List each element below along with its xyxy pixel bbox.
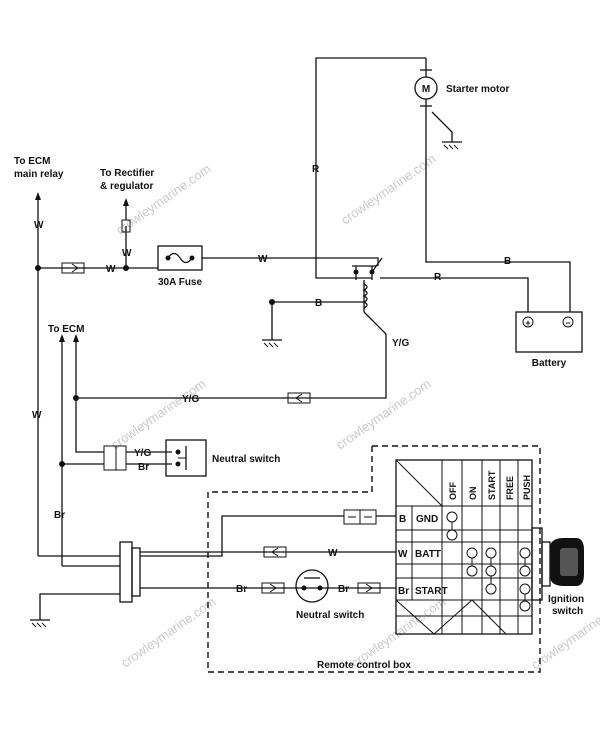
contact-dot [446,511,458,523]
connector-icon [263,546,287,558]
to-rectifier-label: & regulator [100,181,153,192]
battery: + − Battery [515,311,583,369]
wire-black-gnd [140,515,344,557]
remote-control-box [207,445,541,673]
wire-label-b: B [504,256,511,267]
contact-dot [466,547,478,559]
contact-dot [466,565,478,577]
starter-solenoid [352,257,383,312]
remote-control-box-label: Remote control box [317,660,411,671]
ignition-switch-table: OFF ON START FREE PUSH B GND W BATT Br S… [395,459,533,635]
battery-body [515,311,583,353]
row-terminal-label: GND [416,514,438,525]
starter-motor: M Starter motor [414,58,509,150]
battery-label: Battery [532,358,567,369]
harness-connector [119,541,141,603]
wire-label-br: Br [138,462,149,473]
wire-label-y-g: Y/G [392,338,409,349]
contact-dot [519,583,531,595]
to-rectifier-label: To Rectifier [100,168,154,179]
solenoid-contact [371,257,383,273]
to-ecm-label: To ECM [48,324,84,335]
wire-label-w: W [258,254,268,265]
wire-red-starter-feed [315,57,426,279]
wire-label-w: W [328,548,338,559]
row-terminal-label: START [415,586,448,597]
neutral-switch-upper: Neutral switch [165,439,280,477]
ignition-switch-label: switch [552,606,583,617]
to-ecm-main-relay-label: main relay [14,169,64,180]
wire-yellow-green [75,311,387,399]
wire-label-y-g: Y/G [182,394,199,405]
fuse-label: 30A Fuse [158,277,203,288]
battery-minus-icon: − [565,318,570,328]
contact-dot [519,600,531,612]
solenoid-coil [362,283,368,309]
wire-label-w: W [106,264,116,275]
contact-dot [519,547,531,559]
column-header: FREE [505,476,515,500]
watermark: crowleymarine.com [338,151,438,228]
wire-label-r: R [434,272,442,283]
ground-icon [31,622,47,628]
column-header: PUSH [522,475,532,500]
contact-dot [446,529,458,541]
connector-icon [261,582,285,594]
gnd-connector [343,509,377,525]
ground-icon [263,342,279,348]
neutral-switch-lower-label: Neutral switch [296,610,364,621]
contact-dot [485,565,497,577]
wire-red-battery [380,277,529,312]
column-header: START [487,470,497,500]
row-terminal-label: BATT [415,549,441,560]
column-header: ON [468,487,478,501]
contact-dot [485,547,497,559]
neutral-switch-lower: Neutral switch [295,569,364,621]
wire-label-w: W [34,220,44,231]
motor-symbol-label: M [422,84,430,95]
row-wire-label: B [399,514,406,525]
connector-icon [61,262,85,274]
starter-motor-label: Starter motor [446,84,509,95]
neutral-switch-upper-label: Neutral switch [212,454,280,465]
row-wire-label: Br [398,586,409,597]
watermark: crowleymarine.com [333,376,433,453]
contact-dot [485,583,497,595]
wire-label-r: R [312,164,320,175]
contact-dot [519,565,531,577]
watermark: crowleymarine.com [348,594,448,671]
wire-white-fuse-out [202,257,379,266]
to-ecm-main-relay-label: To ECM [14,156,50,167]
wire-label-br: Br [338,584,349,595]
wire-label-w: W [122,248,132,259]
battery-plus-icon: + [525,318,530,328]
wire-label-w: W [32,410,42,421]
connector-icon [357,582,381,594]
column-header: OFF [448,482,458,500]
ground-icon [443,144,459,150]
ignition-switch-label: Ignition [548,594,584,605]
wire-label-b: B [315,298,322,309]
connector-icon [287,392,311,404]
wire-label-br: Br [54,510,65,521]
watermark: crowleymarine.com [108,376,208,453]
ignition-key-icon [531,527,584,601]
wire-black-motor-battery [425,112,571,312]
fuse-30a: 30A Fuse [157,245,203,288]
row-wire-label: W [398,549,408,560]
wire-label-br: Br [236,584,247,595]
wire-label-y-g: Y/G [134,448,151,459]
watermark: crowleymarine.com [118,594,218,671]
